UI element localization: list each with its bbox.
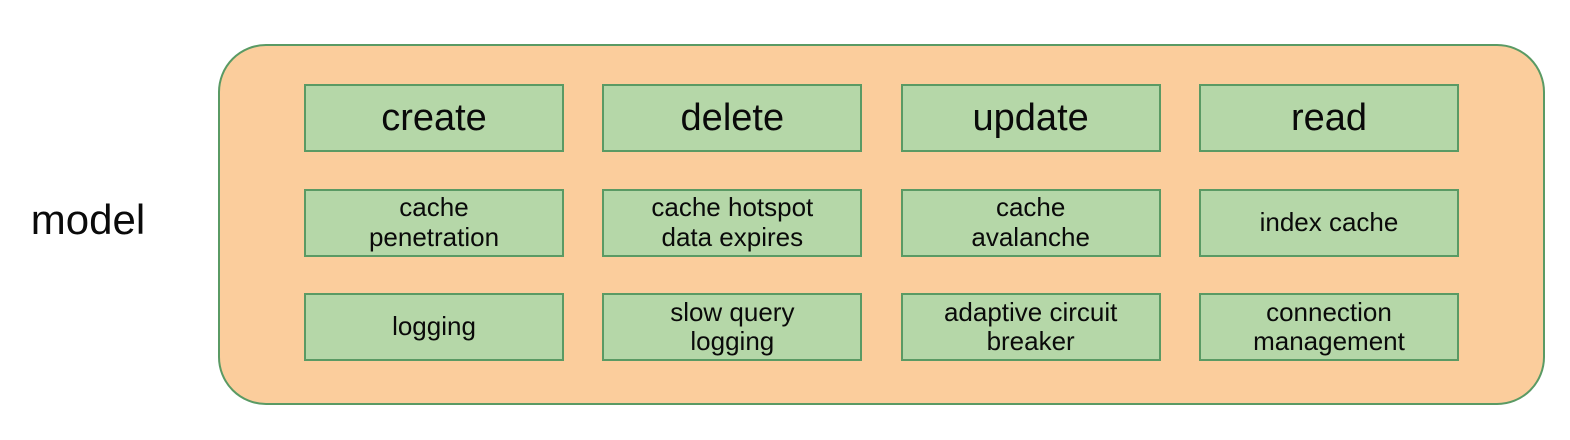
grid-row-cache: cache penetration cache hotspot data exp… <box>304 188 1459 257</box>
box-create: create <box>304 84 564 152</box>
box-connection-management: connection management <box>1198 293 1459 361</box>
box-index-cache: index cache <box>1198 188 1459 257</box>
box-adaptive-circuit-breaker: adaptive circuit breaker <box>900 293 1161 361</box>
box-cache-avalanche: cache avalanche <box>900 188 1161 257</box>
box-cache-hotspot-data-expires: cache hotspot data expires <box>602 188 863 257</box>
model-container: create delete update read cache penetrat… <box>218 44 1545 405</box>
grid-row-operations: logging slow query logging adaptive circ… <box>304 293 1459 361</box>
box-logging: logging <box>304 293 564 361</box>
model-label: model <box>30 196 146 243</box>
box-slow-query-logging: slow query logging <box>602 293 863 361</box>
box-cache-penetration: cache penetration <box>304 188 564 257</box>
box-read: read <box>1198 84 1459 152</box>
box-update: update <box>900 84 1161 152</box>
box-delete: delete <box>602 84 863 152</box>
grid-row-headers: create delete update read <box>304 84 1459 152</box>
